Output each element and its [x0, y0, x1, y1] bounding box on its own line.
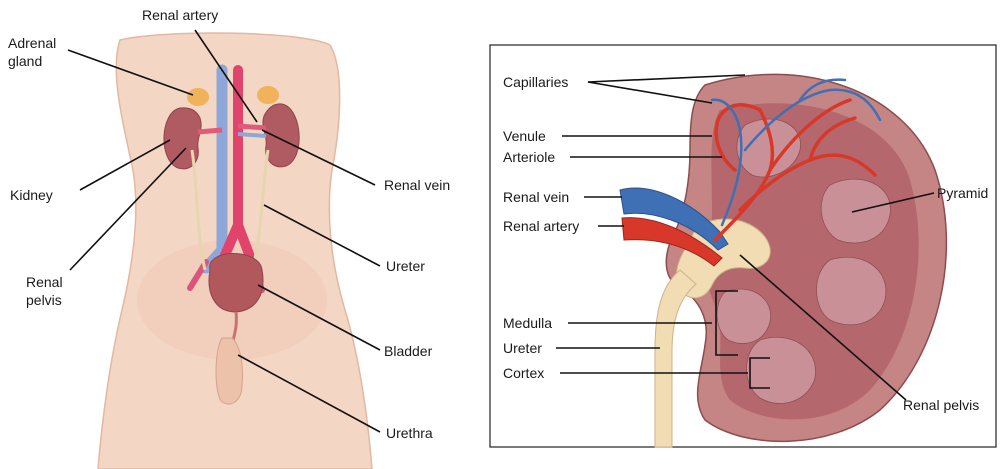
label-renal-artery-right: Renal artery [503, 218, 579, 234]
label-renal-pelvis-line1: Renal [26, 274, 63, 290]
label-renal-pelvis-line2: pelvis [26, 292, 62, 308]
renal-vessels-right [238, 126, 266, 128]
label-renal-artery-left: Renal artery [142, 7, 218, 23]
left-body-illustration [98, 33, 372, 469]
label-venule: Venule [503, 128, 546, 144]
label-renal-vein-right: Renal vein [503, 189, 569, 205]
adrenal-gland-right [257, 86, 279, 104]
label-capillaries: Capillaries [503, 74, 568, 90]
label-bladder: Bladder [384, 343, 433, 359]
adrenal-gland-left [187, 88, 209, 106]
label-ureter-right: Ureter [503, 340, 542, 356]
bladder-shape [209, 254, 263, 313]
label-cortex: Cortex [503, 365, 544, 381]
label-medulla: Medulla [503, 315, 552, 331]
pyramid-3 [817, 257, 886, 325]
kidney-left [164, 108, 201, 169]
renal-vessels-left [198, 130, 222, 132]
label-ureter-left: Ureter [386, 258, 425, 274]
label-renal-pelvis-right: Renal pelvis [903, 397, 979, 413]
label-urethra: Urethra [386, 425, 433, 441]
label-renal-vein-left: Renal vein [384, 177, 450, 193]
label-adrenal-line1: Adrenal [8, 35, 56, 51]
renal-vein-right [238, 134, 266, 136]
genital-outline [216, 338, 243, 404]
label-kidney: Kidney [10, 187, 53, 203]
label-adrenal-line2: gland [8, 53, 42, 69]
label-pyramid: Pyramid [937, 185, 988, 201]
pyramid-4 [747, 337, 816, 403]
pyramid-5 [717, 289, 771, 343]
label-arteriole: Arteriole [503, 149, 555, 165]
